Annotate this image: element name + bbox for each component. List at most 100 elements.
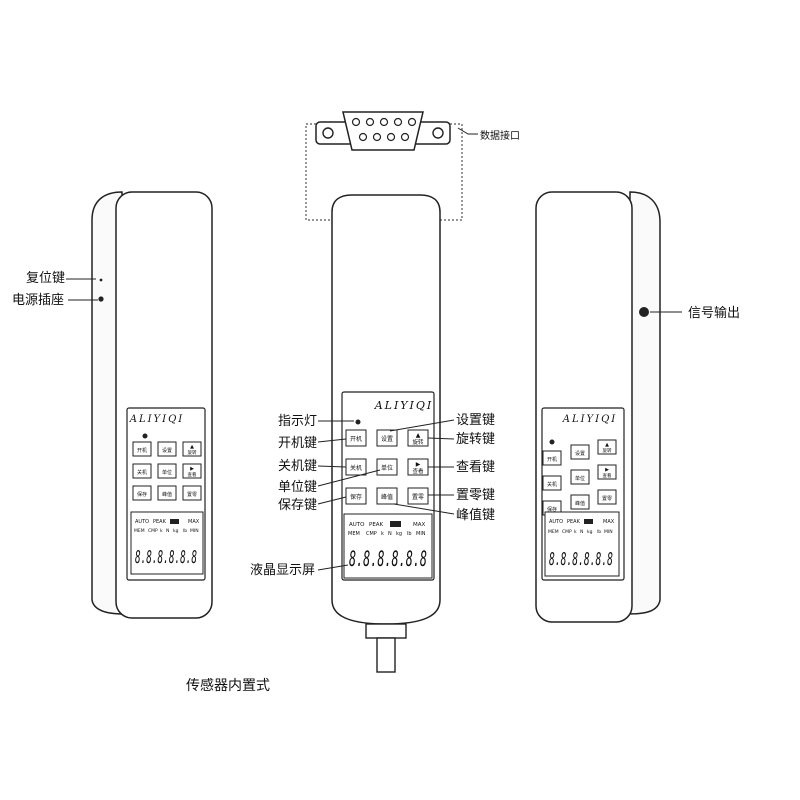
label-set: 设置键 <box>456 413 495 428</box>
label-unit: 单位键 <box>278 480 317 495</box>
right-lcd-digits: 8.8.8.8.8.8 <box>549 549 613 570</box>
right-btn-zero[interactable] <box>597 489 617 505</box>
leader-power-on <box>317 438 347 443</box>
left-power-socket <box>98 296 104 302</box>
center-btn-peak[interactable] <box>376 487 398 505</box>
right-btn-peak-label: 峰值 <box>575 500 585 507</box>
left-btn-off[interactable] <box>132 463 152 479</box>
left-btn-view[interactable] <box>182 463 202 479</box>
label-power-off: 关机键 <box>278 459 317 474</box>
center-btn-on[interactable] <box>345 429 367 447</box>
label-power-socket: 电源插座 <box>12 293 64 308</box>
center-lcd-k: k <box>381 531 384 537</box>
front-right-labels: 设置键 旋转键 查看键 置零键 峰值键 <box>389 413 495 523</box>
left-btn-set-label: 设置 <box>162 447 172 454</box>
center-btn-peak-label: 峰值 <box>381 493 393 501</box>
left-btn-save[interactable] <box>132 485 152 501</box>
right-lcd-max: MAX <box>603 519 615 525</box>
right-device-side <box>627 191 661 615</box>
left-lcd-battery-icon <box>170 519 179 524</box>
right-btn-peak[interactable] <box>570 494 590 510</box>
right-indicator-dot <box>549 439 555 445</box>
right-lcd-peak: PEAK <box>567 519 581 525</box>
center-btn-unit[interactable] <box>376 458 398 476</box>
right-btn-off[interactable] <box>542 475 562 491</box>
left-btn-peak[interactable] <box>157 485 177 501</box>
left-btn-zero[interactable] <box>182 485 202 501</box>
center-lcd-lb: lb <box>407 531 412 537</box>
right-lcd <box>544 511 620 577</box>
left-btn-unit[interactable] <box>157 463 177 479</box>
center-indicator-dot <box>355 419 361 425</box>
right-lcd-battery-icon <box>584 519 593 524</box>
right-btn-zero-label: 置零 <box>602 496 612 502</box>
label-rotate: 旋转键 <box>456 432 495 447</box>
right-btn-unit[interactable] <box>570 469 590 485</box>
center-btn-set[interactable] <box>376 429 398 447</box>
right-btn-set-label: 设置 <box>575 450 585 457</box>
center-btn-set-label: 设置 <box>381 435 393 443</box>
center-btn-save[interactable] <box>345 487 367 505</box>
center-btn-zero[interactable] <box>407 487 429 505</box>
center-btn-view-label: 查看 <box>412 467 424 475</box>
center-lcd <box>343 513 433 579</box>
data-port-connector <box>342 111 424 151</box>
left-btn-on[interactable] <box>132 441 152 457</box>
left-btn-on-label: 开机 <box>137 447 147 454</box>
right-btn-save-label: 保存 <box>547 506 557 513</box>
left-lcd-peak: PEAK <box>153 519 167 525</box>
right-buttons: 开机 设置 ▲ 旋转 关机 单位 ▶ 查看 保存 峰值 置零 <box>542 439 617 516</box>
center-lcd-peak: PEAK <box>369 522 384 528</box>
right-lcd-cmp: CMP <box>562 529 572 535</box>
leader-unit <box>317 469 381 487</box>
left-btn-rotate[interactable] <box>182 441 202 457</box>
center-cable <box>376 637 396 673</box>
leader-save <box>317 496 347 505</box>
right-btn-off-label: 关机 <box>547 481 557 488</box>
left-btn-set[interactable] <box>157 441 177 457</box>
right-lcd-min: MIN <box>604 529 613 535</box>
right-lcd-n: N <box>580 529 583 535</box>
center-lcd-n: N <box>388 531 392 537</box>
left-btn-view-label: 查看 <box>188 471 197 478</box>
left-lcd-digits: 8.8.8.8.8.8 <box>135 547 197 568</box>
center-cable-collar <box>365 623 407 639</box>
center-lcd-max: MAX <box>413 522 426 528</box>
center-lcd-mem: MEM <box>348 531 360 537</box>
left-btn-peak-label: 峰值 <box>162 491 172 498</box>
center-btn-on-label: 开机 <box>350 435 362 443</box>
data-port-screw-right <box>432 127 444 139</box>
center-lcd-battery-icon <box>390 521 401 527</box>
label-data-port: 数据接口 <box>480 129 520 142</box>
left-lcd-kg: kg <box>173 528 179 534</box>
left-btn-rotate-label: 旋转 <box>188 449 197 456</box>
center-lcd-auto: AUTO <box>349 522 365 528</box>
data-port <box>305 111 463 221</box>
center-lcd-min: MIN <box>416 531 426 537</box>
right-btn-view[interactable] <box>597 464 617 480</box>
leader-power-off <box>317 465 347 468</box>
center-device: ALIYIQI 开机 设置 ▲ 旋转 关机 单位 ▶ 查看 保存 峰值 置零 A… <box>331 194 441 673</box>
left-btn-unit-label: 单位 <box>162 469 172 476</box>
left-play-icon: ▶ <box>190 466 194 472</box>
label-save: 保存键 <box>278 498 317 513</box>
left-buttons: 开机 设置 ▲ 旋转 关机 单位 ▶ 查看 保存 峰值 置零 <box>132 441 202 501</box>
label-signal-output: 信号输出 <box>688 305 740 321</box>
left-lcd-cmp: CMP <box>148 528 158 534</box>
right-device: ALIYIQI 开机 设置 ▲ 旋转 关机 单位 ▶ 查看 保存 峰值 置零 A… <box>535 191 661 623</box>
label-power-on: 开机键 <box>278 436 317 451</box>
right-btn-rotate[interactable] <box>597 439 617 455</box>
right-btn-set[interactable] <box>570 444 590 460</box>
right-play-icon: ▶ <box>605 467 609 473</box>
center-lcd-cmp: CMP <box>366 531 377 537</box>
left-lcd-auto: AUTO <box>135 519 149 525</box>
right-btn-on[interactable] <box>542 450 562 466</box>
left-brand-text: ALIYIQI <box>129 414 185 425</box>
left-lcd-max: MAX <box>188 519 200 525</box>
label-lcd: 液晶显示屏 <box>250 563 315 578</box>
center-lcd-digits: 8.8.8.8.8.8 <box>349 547 427 571</box>
left-device: ALIYIQI 开机 设置 ▲ 旋转 关机 单位 ▶ 查看 保存 峰值 置零 A… <box>91 191 213 619</box>
data-port-pins <box>351 117 417 142</box>
right-lcd-kg: kg <box>587 529 593 535</box>
